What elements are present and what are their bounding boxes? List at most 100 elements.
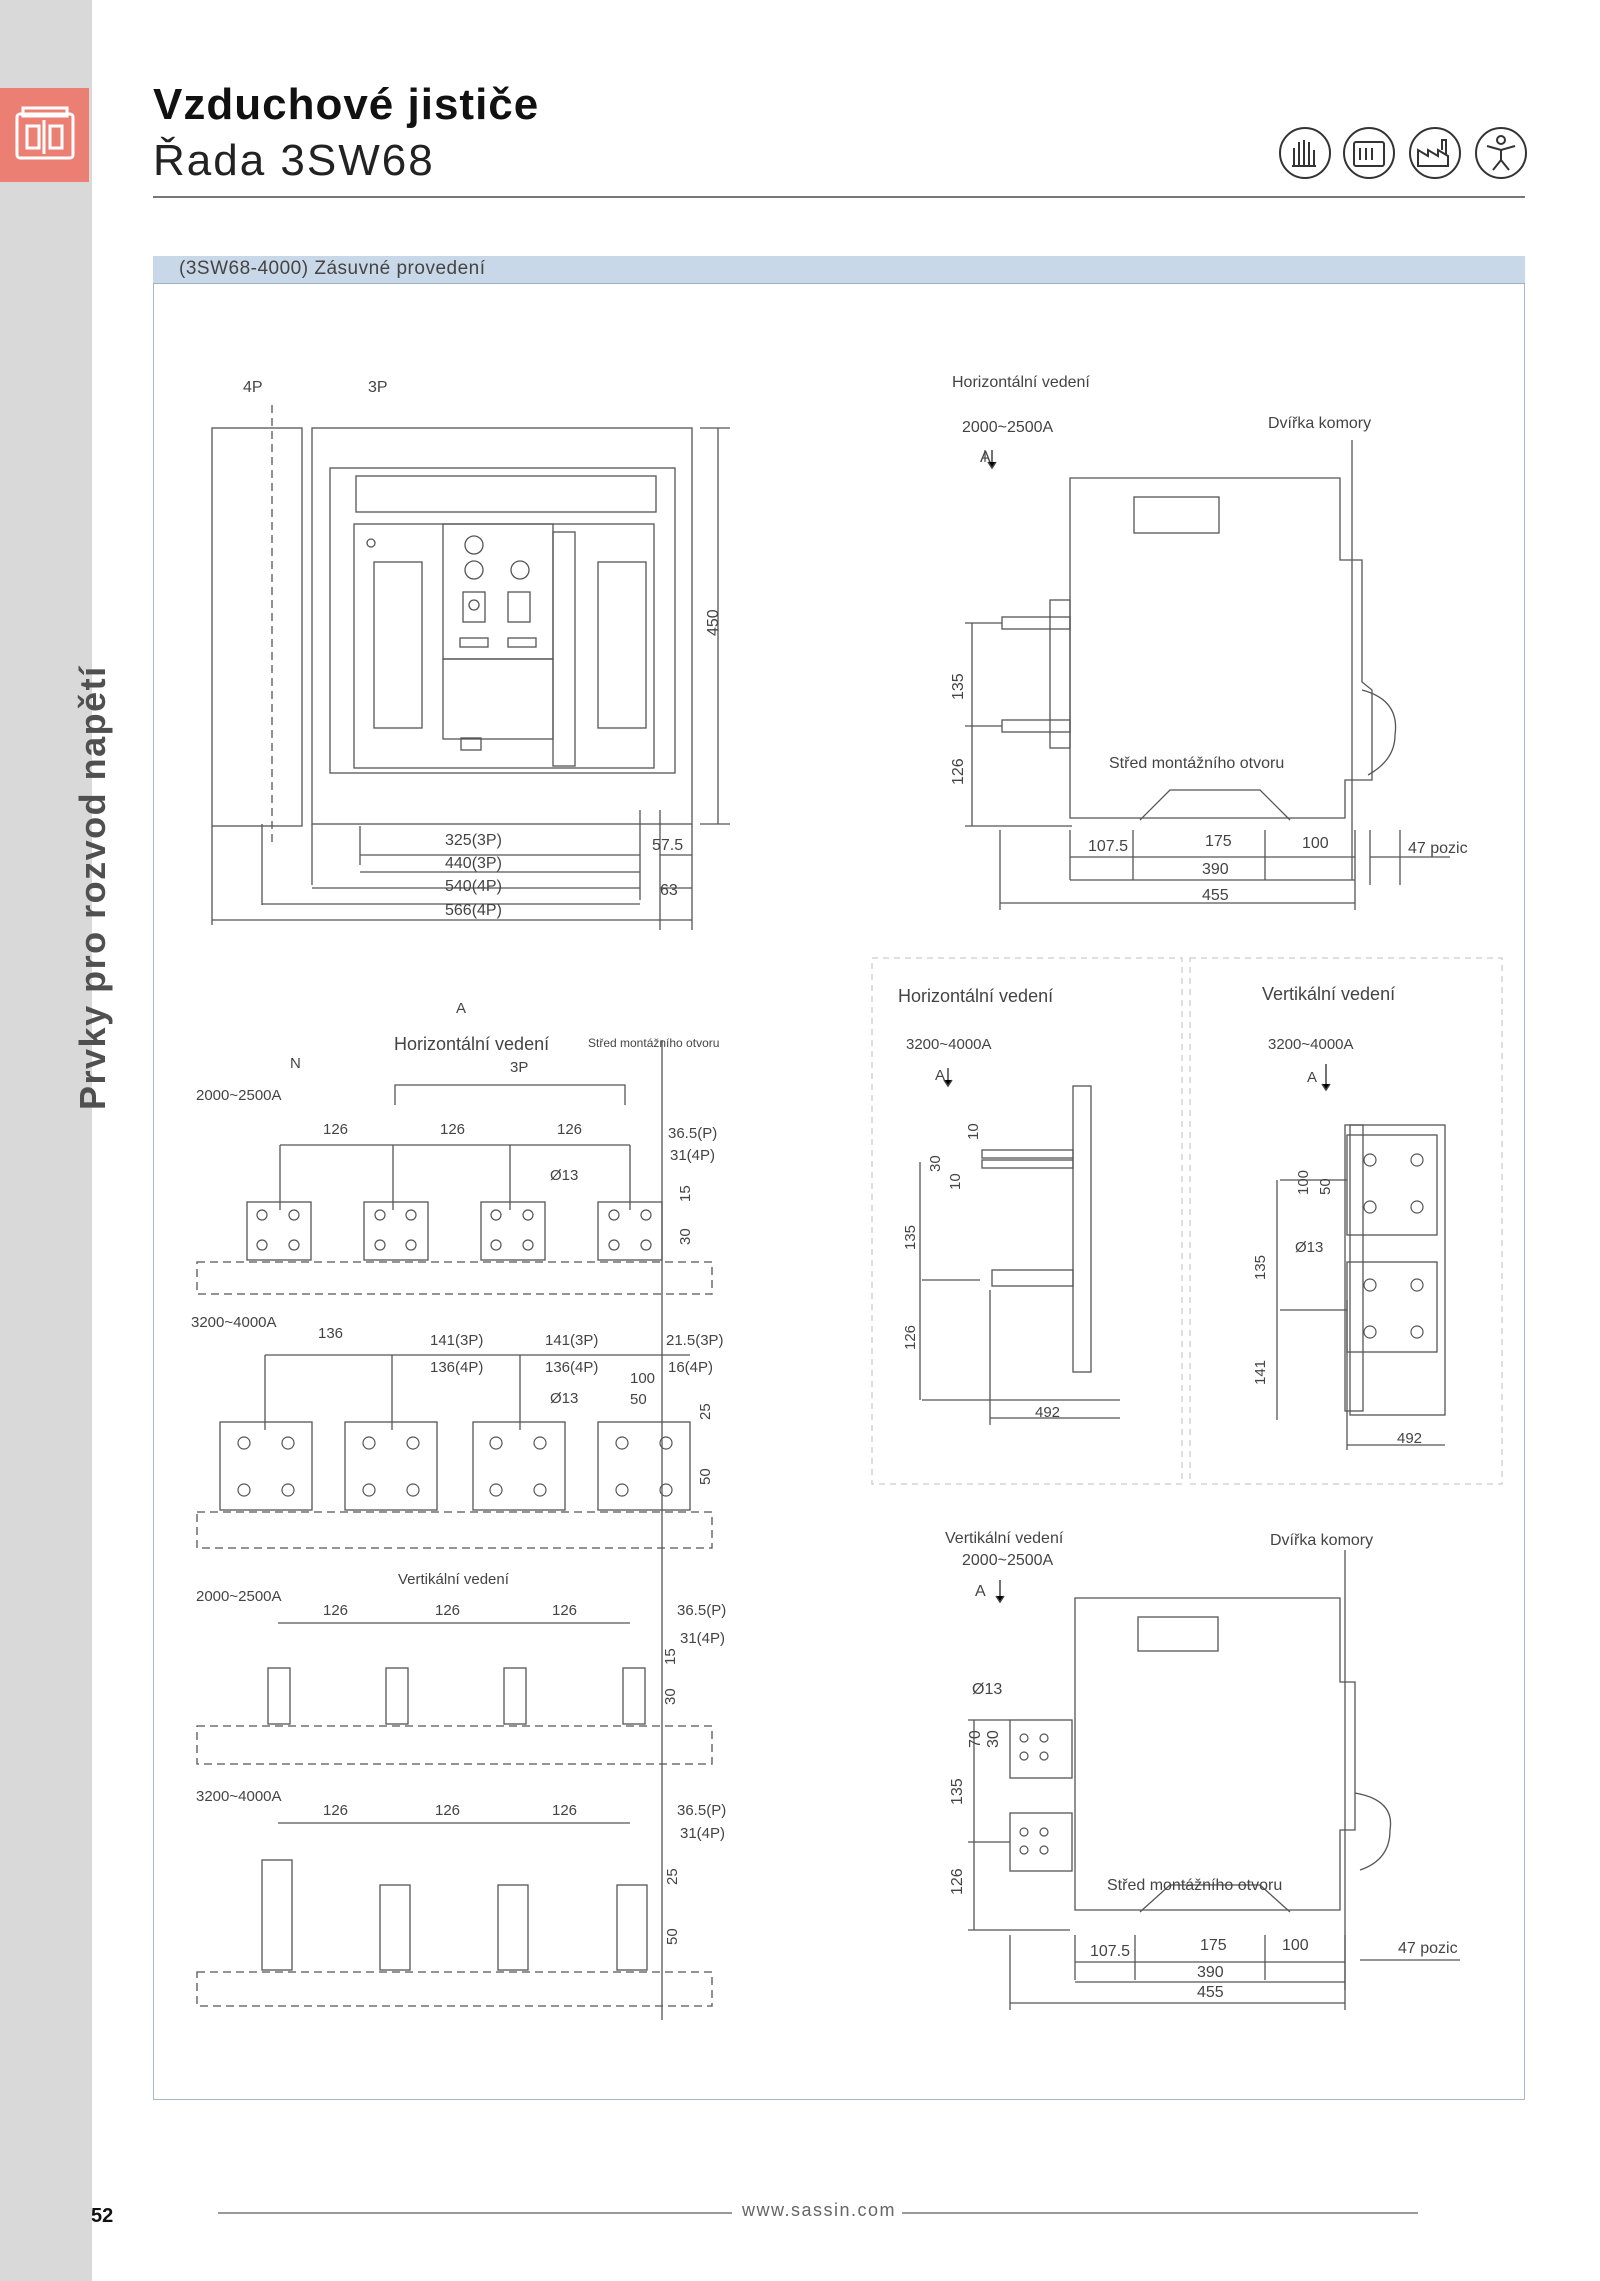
side-v-pos: 47 pozic — [1398, 1940, 1458, 1957]
side-v-d13: Ø13 — [972, 1681, 1002, 1698]
busbar-mount: Střed montážního otvoru — [588, 1036, 719, 1050]
dim-57-5: 57.5 — [652, 837, 683, 854]
vt-135: 135 — [1252, 1255, 1269, 1280]
vt-arrow: A — [1307, 1069, 1317, 1086]
busbar-141-a: 141(3P) — [430, 1332, 483, 1349]
busbar-126-b: 126 — [440, 1121, 465, 1138]
busbar-d13: Ø13 — [550, 1167, 578, 1184]
busbar-range-1: 2000~2500A — [196, 1087, 282, 1104]
busbar-126-e: 126 — [435, 1602, 460, 1619]
busbar-141-b: 141(3P) — [545, 1332, 598, 1349]
side-h-390: 390 — [1202, 861, 1229, 878]
busbar-50-a: 50 — [630, 1391, 647, 1408]
dim-440: 440(3P) — [445, 855, 502, 872]
side-v-30: 30 — [985, 1730, 1002, 1748]
busbar-vert: Vertikální vedení — [398, 1571, 510, 1588]
vt-d13: Ø13 — [1295, 1239, 1323, 1256]
busbar-21-5: 21.5(3P) — [666, 1332, 724, 1349]
side-v-135: 135 — [949, 1778, 966, 1805]
busbar-136: 136 — [318, 1325, 343, 1342]
busbar-126-h: 126 — [435, 1802, 460, 1819]
hand-hazard-icon — [1279, 127, 1331, 179]
breaker-icon — [0, 88, 89, 182]
side-v-455: 455 — [1197, 1984, 1224, 2001]
dim-63: 63 — [660, 882, 678, 899]
hz-arrow: A — [935, 1067, 945, 1084]
busbar-title: Horizontální vedení — [394, 1034, 549, 1054]
side-h-107-5: 107.5 — [1088, 838, 1128, 855]
dim-540: 540(4P) — [445, 878, 502, 895]
hz-492: 492 — [1035, 1404, 1060, 1421]
front-view — [211, 405, 730, 930]
hz-10-b: 10 — [947, 1173, 964, 1190]
footer-line-right — [902, 2212, 1418, 2214]
vt-100: 100 — [1295, 1170, 1312, 1195]
busbar-31: 31(4P) — [670, 1147, 715, 1164]
side-h-door: Dvířka komory — [1268, 415, 1371, 432]
side-h-126: 126 — [950, 758, 967, 785]
busbar-36-5: 36.5(P) — [668, 1125, 717, 1142]
page-title: Vzduchové jističe — [153, 80, 540, 129]
arrow-icons — [943, 450, 1331, 1604]
hz-title: Horizontální vedení — [898, 986, 1053, 1006]
side-h-title: Horizontální vedení — [952, 374, 1090, 391]
busbar-36-5-b: 36.5(P) — [677, 1602, 726, 1619]
vt-492: 492 — [1397, 1430, 1422, 1447]
horizontal-detail — [871, 957, 1183, 1485]
panel-caption: (3SW68-4000) Zásuvné provedení — [179, 258, 486, 279]
busbar-range-4: 3200~4000A — [196, 1788, 282, 1805]
side-view-vertical — [968, 1550, 1460, 2010]
label-3p: 3P — [368, 379, 388, 396]
busbar-25-b: 25 — [664, 1868, 681, 1885]
busbar-136-a: 136(4P) — [430, 1359, 483, 1376]
busbar-126-c: 126 — [557, 1121, 582, 1138]
busbar-3p: 3P — [510, 1059, 528, 1076]
footer-line-left — [218, 2212, 732, 2214]
side-v-126: 126 — [949, 1868, 966, 1895]
busbar-layouts — [196, 1040, 713, 2020]
busbar-25: 25 — [697, 1403, 714, 1420]
side-v-title: Vertikální vedení — [945, 1530, 1064, 1547]
busbar-30: 30 — [677, 1228, 694, 1245]
page-subtitle: Řada 3SW68 — [153, 136, 435, 185]
side-v-mount: Střed montážního otvoru — [1107, 1877, 1282, 1894]
page-number: 52 — [91, 2205, 114, 2227]
panel-header: (3SW68-4000) Zásuvné provedení — [153, 256, 1525, 284]
side-v-door: Dvířka komory — [1270, 1532, 1373, 1549]
side-h-135: 135 — [950, 673, 967, 700]
side-h-175: 175 — [1205, 833, 1232, 850]
vt-title: Vertikální vedení — [1262, 984, 1395, 1004]
hz-range: 3200~4000A — [906, 1036, 992, 1053]
label-4p: 4P — [243, 379, 263, 396]
busbar-100: 100 — [630, 1370, 655, 1387]
side-h-mount: Střed montážního otvoru — [1109, 755, 1284, 772]
busbar-50-b: 50 — [697, 1468, 714, 1485]
sidebar — [0, 0, 92, 2281]
side-v-70: 70 — [967, 1730, 984, 1748]
busbar-126-d: 126 — [323, 1602, 348, 1619]
side-h-455: 455 — [1202, 887, 1229, 904]
side-view-horizontal — [965, 440, 1450, 910]
side-h-pos: 47 pozic — [1408, 840, 1468, 857]
busbar-31-b: 31(4P) — [680, 1630, 725, 1647]
side-v-range: 2000~2500A — [962, 1552, 1054, 1569]
side-h-arrow: A — [980, 449, 991, 466]
vertical-detail — [1189, 957, 1503, 1485]
bolt-holes — [237, 1153, 1424, 1855]
hz-30: 30 — [927, 1155, 944, 1172]
busbar-15-b: 15 — [662, 1648, 679, 1665]
footer-url[interactable]: www.sassin.com — [742, 2200, 897, 2220]
title-divider — [153, 196, 1525, 198]
side-h-100: 100 — [1302, 835, 1329, 852]
busbar-d13-b: Ø13 — [550, 1390, 578, 1407]
busbar-31-c: 31(4P) — [680, 1825, 725, 1842]
busbar-range-2: 3200~4000A — [191, 1314, 277, 1331]
busbar-15: 15 — [677, 1185, 694, 1202]
busbar-136-b: 136(4P) — [545, 1359, 598, 1376]
busbar-50-c: 50 — [664, 1928, 681, 1945]
vt-50: 50 — [1317, 1178, 1334, 1195]
busbar-a: A — [456, 1000, 466, 1017]
busbar-126-i: 126 — [552, 1802, 577, 1819]
hz-10-a: 10 — [965, 1123, 982, 1140]
